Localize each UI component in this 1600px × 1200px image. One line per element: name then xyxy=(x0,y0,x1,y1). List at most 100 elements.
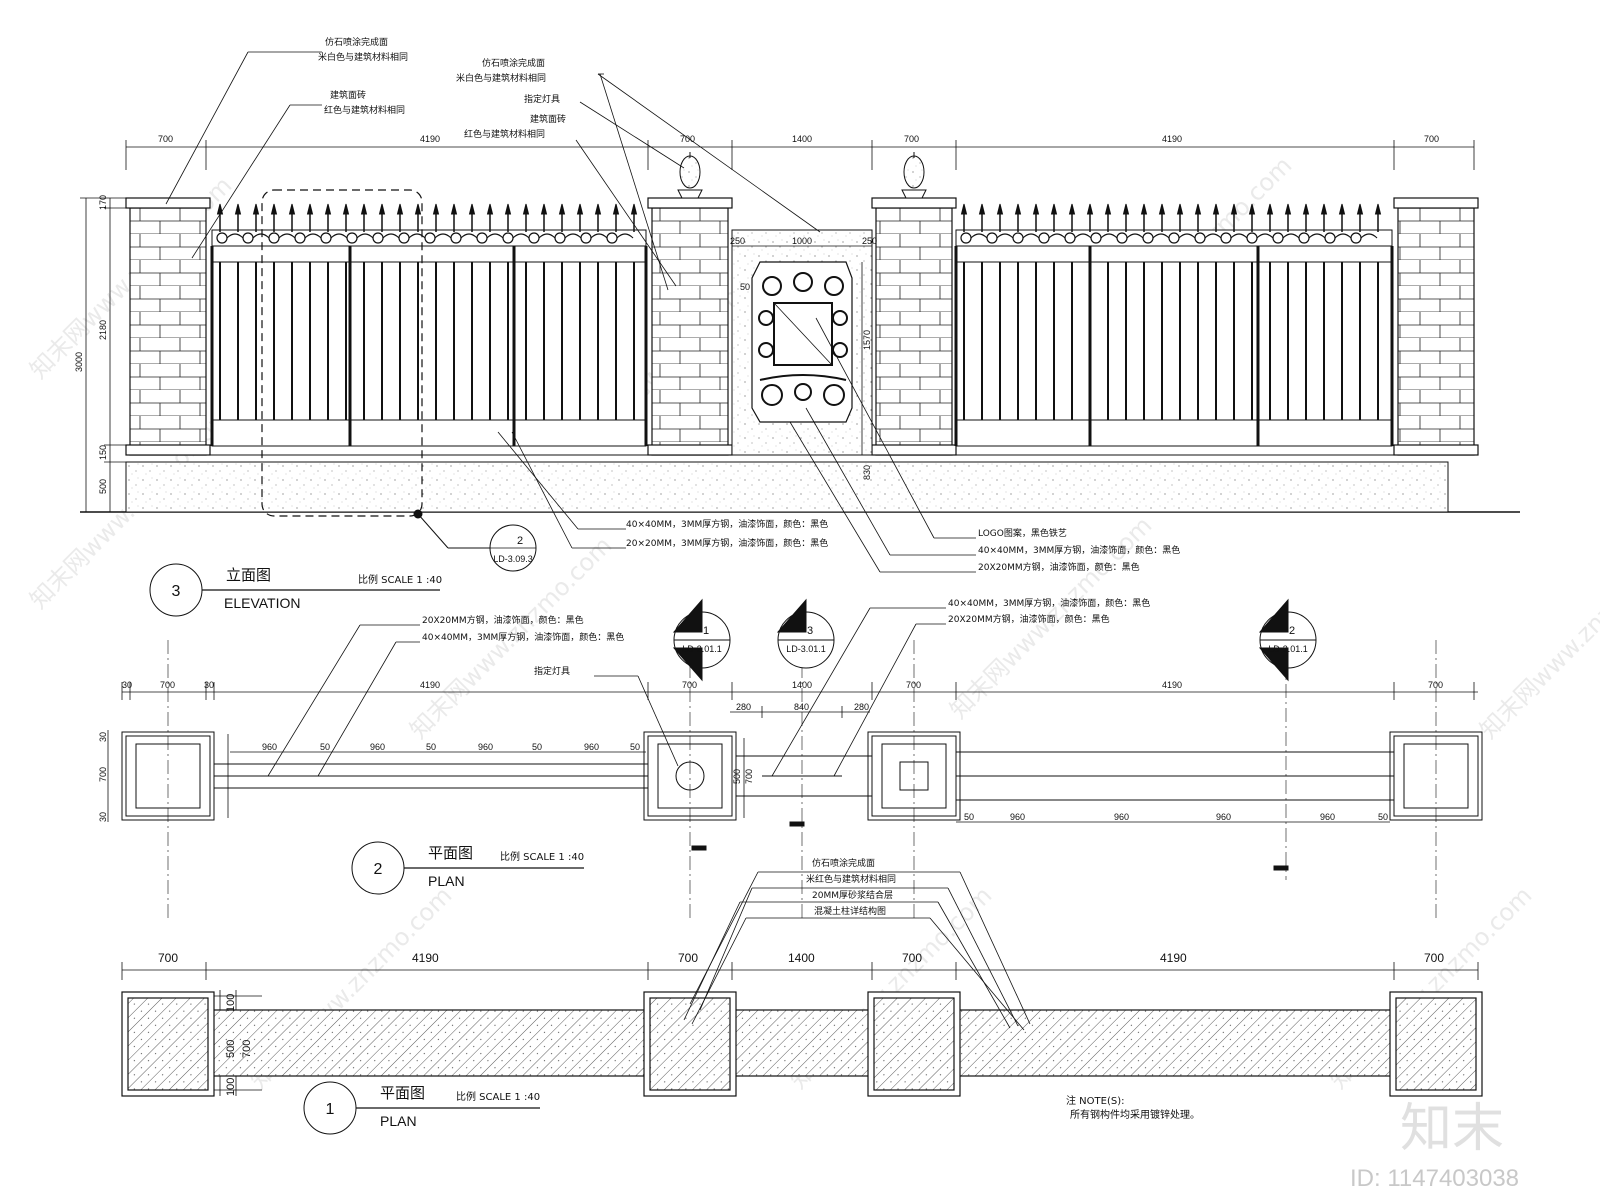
leaf-ornament xyxy=(1152,233,1170,239)
spike-icon xyxy=(1248,203,1256,215)
leaf-ornament xyxy=(1282,233,1300,239)
leaf-ornament xyxy=(996,233,1014,239)
spike-icon xyxy=(558,203,566,215)
dimension-text: 250 xyxy=(862,236,877,246)
dimension-text: 500 xyxy=(225,1040,237,1058)
spike-icon xyxy=(1302,203,1310,215)
callout-text: 指定灯具 xyxy=(524,93,560,105)
callout-leaders xyxy=(165,51,821,291)
dimension-text: 100 xyxy=(225,1078,237,1096)
brand-watermark: 知末 ID: 1147403038 xyxy=(1350,1099,1519,1192)
spike-icon xyxy=(1284,203,1292,215)
leaf-ornament xyxy=(382,233,400,239)
spike-icon xyxy=(960,203,968,215)
dimension-text: 960 xyxy=(478,742,493,752)
leaf-ornament xyxy=(616,233,634,239)
spike-icon xyxy=(306,203,314,215)
fence-panel-left xyxy=(210,203,648,447)
callout-text: 米红色与建筑材料相同 xyxy=(806,873,896,885)
leaf-ornament xyxy=(1126,233,1144,239)
leaf-ornament xyxy=(1100,233,1118,239)
spike-icon xyxy=(288,203,296,215)
material-note: 20X20MM方钢，油漆饰面，颜色：黑色 xyxy=(948,613,1110,625)
callout-text: 红色与建筑材料相同 xyxy=(464,128,545,140)
view-scale: 比例 SCALE 1 :40 xyxy=(500,850,584,863)
dimension-text: 50 xyxy=(532,742,542,752)
pillar xyxy=(1393,197,1479,456)
dimension-text: 4190 xyxy=(420,134,440,144)
callout-text: 米白色与建筑材料相同 xyxy=(456,72,546,84)
lamp-icon xyxy=(901,152,927,199)
callout-text: 建筑面砖 xyxy=(330,89,366,101)
dimension-text: 30 xyxy=(204,680,214,690)
spike-icon xyxy=(1338,203,1346,215)
leaf-ornament xyxy=(1230,233,1248,239)
dimension-text: 700 xyxy=(680,134,695,144)
section-number: 1 xyxy=(703,625,709,637)
leaf-ornament xyxy=(434,233,452,239)
dimension-text: 500 xyxy=(732,769,742,784)
view-title-cn: 平面图 xyxy=(428,844,473,862)
dimension-text: 700 xyxy=(160,680,175,690)
callout-text: 仿石喷涂完成面 xyxy=(812,857,875,869)
spike-icon xyxy=(1050,203,1058,215)
section-number: 2 xyxy=(1289,625,1295,637)
spike-icon xyxy=(1320,203,1328,215)
spike-icon xyxy=(252,203,260,215)
view-number: 2 xyxy=(374,861,383,878)
dimension-text: 700 xyxy=(241,1040,253,1058)
leaf-ornament xyxy=(970,233,988,239)
dimension-text: 250 xyxy=(730,236,745,246)
callout-text: 混凝土柱详结构图 xyxy=(814,905,886,917)
spike-icon xyxy=(612,203,620,215)
spike-icon xyxy=(234,203,242,215)
dimension-text: 1400 xyxy=(788,951,815,965)
leaf-ornament xyxy=(486,233,504,239)
spike-icon xyxy=(1032,203,1040,215)
material-note: 20X20MM方钢，油漆饰面，颜色：黑色 xyxy=(422,614,584,626)
dimension-text: 1400 xyxy=(792,134,812,144)
leaf-ornament xyxy=(1074,233,1092,239)
dimension-text: 960 xyxy=(1114,812,1129,822)
callout-leaders xyxy=(683,871,1031,1031)
dimension-text: 700 xyxy=(158,951,178,965)
spike-icon xyxy=(540,203,548,215)
leaf-ornament xyxy=(1048,233,1066,239)
spike-icon xyxy=(1374,203,1382,215)
dimension-text: 500 xyxy=(98,479,108,494)
wall-section-hatch xyxy=(125,1009,1479,1077)
note-text: 所有钢构件均采用镀锌处理。 xyxy=(1070,1108,1200,1121)
dimension-text: 50 xyxy=(630,742,640,752)
dimension-text: 960 xyxy=(584,742,599,752)
dimension-text: 4190 xyxy=(1162,134,1182,144)
spike-icon xyxy=(978,203,986,215)
dimension-text: 4190 xyxy=(1162,680,1182,690)
dimension-line-left xyxy=(80,197,130,513)
dimension-text: 700 xyxy=(744,769,754,784)
callout-text: 米白色与建筑材料相同 xyxy=(318,51,408,63)
plan-1-labels: 仿石喷涂完成面 米红色与建筑材料相同 20MM厚砂浆结合层 混凝土柱详结构图 7… xyxy=(158,857,1444,1129)
logo-ironwork xyxy=(758,272,848,406)
spike-icon xyxy=(1104,203,1112,215)
material-note: 40×40MM，3MM厚方钢，油漆饰面，颜色：黑色 xyxy=(978,544,1180,556)
fence-panel-right xyxy=(954,203,1394,447)
spike-icon xyxy=(1230,203,1238,215)
view-title-en: ELEVATION xyxy=(224,595,301,611)
material-note: LOGO图案，黑色铁艺 xyxy=(978,527,1067,539)
dimension-text: 960 xyxy=(1010,812,1025,822)
spike-icon xyxy=(1356,203,1364,215)
spike-icon xyxy=(396,203,404,215)
dimension-text: 700 xyxy=(682,680,697,690)
dimension-text: 280 xyxy=(854,702,869,712)
plan-view-1 xyxy=(121,871,1483,1135)
pillar xyxy=(647,197,733,456)
section-marker xyxy=(776,598,835,669)
leaf-ornament xyxy=(564,233,582,239)
leaf-ornament xyxy=(1022,233,1040,239)
material-note: 40×40MM，3MM厚方钢，油漆饰面，颜色：黑色 xyxy=(422,631,624,643)
leaf-ornament xyxy=(512,233,530,239)
callout-text: 仿石喷涂完成面 xyxy=(482,57,545,69)
spike-icon xyxy=(486,203,494,215)
leaf-ornament xyxy=(1334,233,1352,239)
dimension-text: 4190 xyxy=(412,951,439,965)
